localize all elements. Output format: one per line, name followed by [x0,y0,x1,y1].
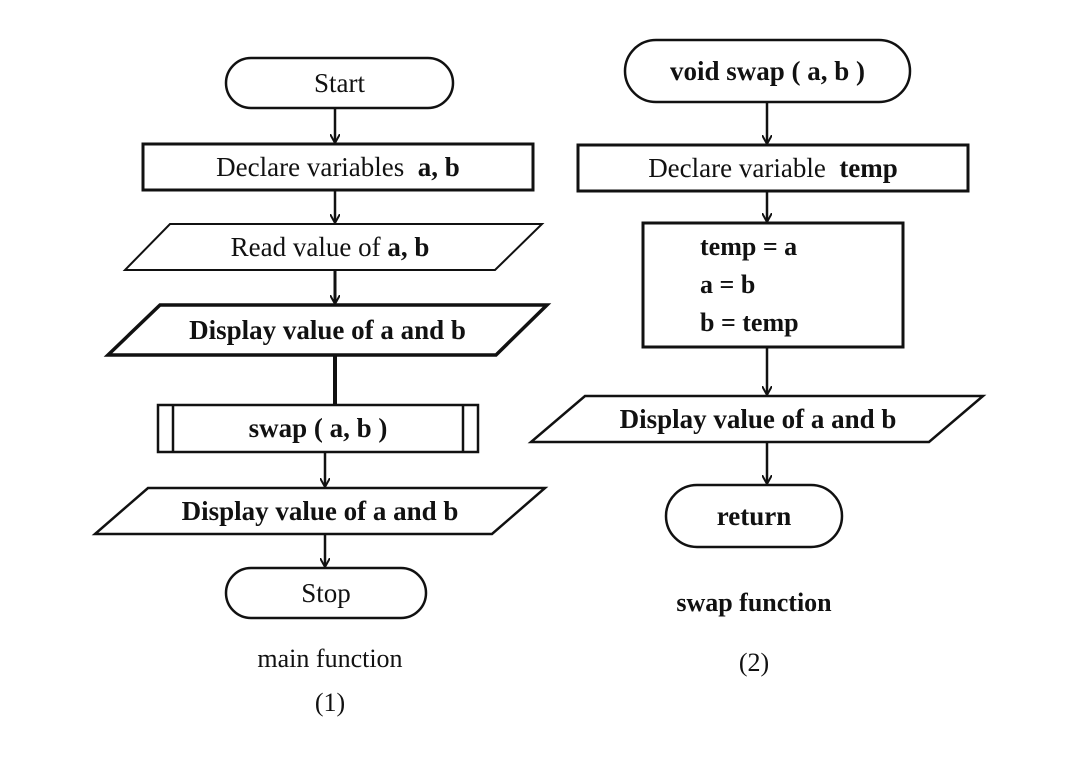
return-label: return [716,500,792,531]
start-terminal [224,56,455,110]
declare-variables-names: a, b [417,151,460,182]
declare-variables-text: Declare variables [216,151,405,182]
display-output-label-1: Display value of a and b [189,314,466,345]
declare-temp-text: Declare variable [648,152,826,183]
declare-variables-box [141,142,535,192]
swap-call-label: swap ( a, b ) [248,413,388,443]
declare-temp-label: Declare variable temp [578,145,968,191]
start-label: Start [314,67,365,98]
display-output-parallelogram-2 [91,486,549,536]
swap-call-predefined-process [156,403,480,454]
statement-temp-equals-a: temp = a [700,232,798,261]
stop-label: Stop [301,577,351,608]
display-output-parallelogram-1 [103,303,552,357]
stop-terminal [224,566,428,620]
statement-b-equals-temp: b = temp [700,308,799,337]
declare-temp-box [576,143,970,193]
display-output-label-2: Display value of a and b [181,495,459,526]
main-function-number: (1) [314,688,346,717]
return-terminal [664,483,844,549]
read-input-names: a, b [387,231,430,262]
swap-display-label: Display value of a and b [619,403,897,434]
swap-process-statements: temp = a a = b b = temp [700,228,890,342]
swap-process-box [641,221,905,349]
swap-display-parallelogram [527,394,987,444]
swap-function-number: (2) [738,648,770,677]
swap-header-label: void swap ( a, b ) [669,55,866,86]
main-function-caption: main function [257,644,403,673]
statement-a-equals-b: a = b [700,270,756,299]
declare-variables-label: Declare variables a, b [143,144,533,190]
read-input-text: Read value of [230,231,381,262]
declare-temp-name: temp [839,152,898,183]
read-input-label: Read value of a, b [140,224,520,270]
swap-function-caption: swap function [676,588,832,617]
read-input-parallelogram [122,223,545,271]
